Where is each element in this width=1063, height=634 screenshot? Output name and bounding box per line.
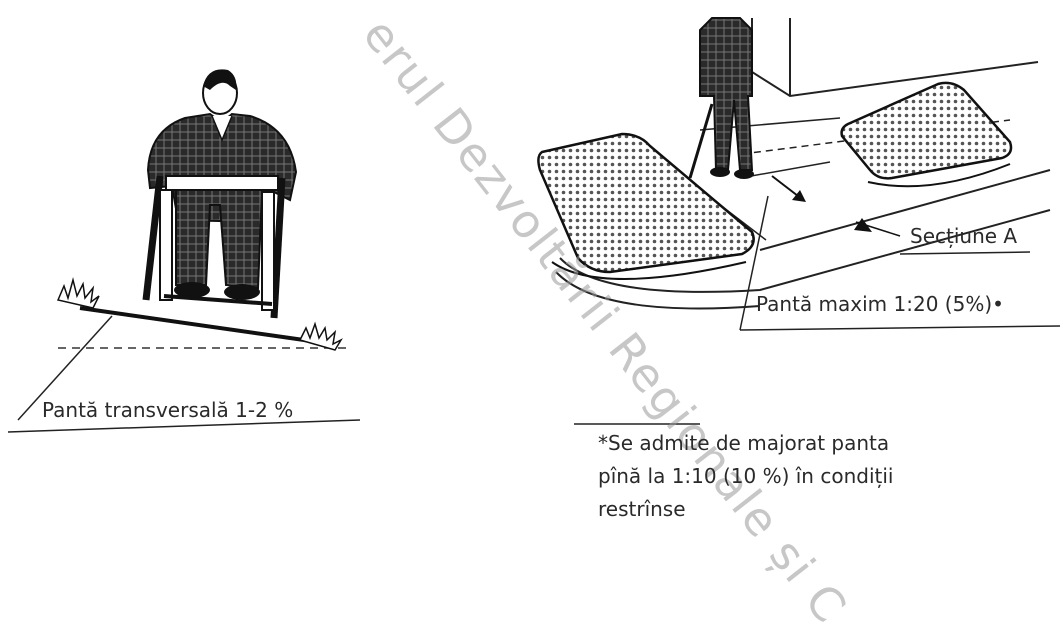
label-transversal-slope: Pantă transversală 1-2 % xyxy=(42,398,294,422)
footnote-line-2: pînă la 1:10 (10 %) în condiții xyxy=(598,464,894,488)
label-section-a: Secțiune A xyxy=(910,224,1018,248)
pedestrian-figure xyxy=(688,17,754,179)
footnote-line-3: restrînse xyxy=(598,497,686,521)
footnote-line-1: *Se admite de majorat panta xyxy=(598,431,890,455)
curb-ramp xyxy=(537,18,1061,425)
illustration xyxy=(7,17,1061,433)
label-max-slope: Pantă maxim 1:20 (5%)• xyxy=(756,292,1004,316)
wheelchair-figure xyxy=(142,69,298,319)
cross-slope-ground xyxy=(7,277,361,433)
footnote: *Se admite de majorat panta pînă la 1:10… xyxy=(598,427,893,526)
